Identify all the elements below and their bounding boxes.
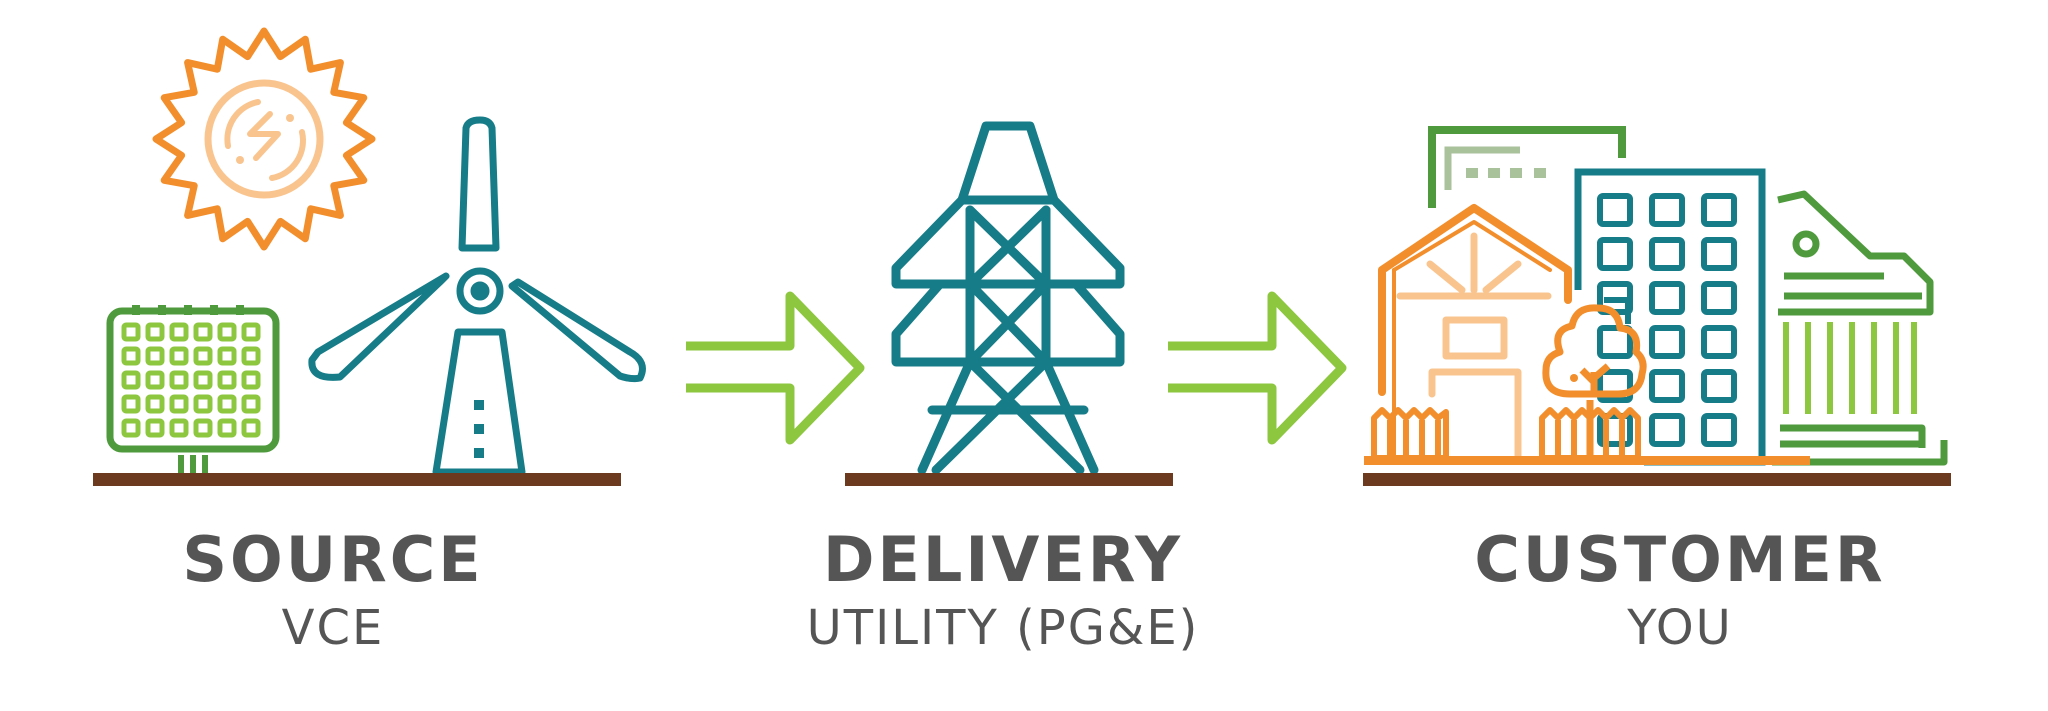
- building-window: [1701, 413, 1737, 447]
- building-window: [1701, 193, 1737, 227]
- solar-cell: [169, 418, 189, 438]
- solar-cell: [169, 346, 189, 366]
- solar-cell: [145, 418, 165, 438]
- building-window: [1649, 193, 1685, 227]
- solar-cell: [145, 346, 165, 366]
- arrow-icon: [1168, 291, 1347, 445]
- tree-icon: [1542, 304, 1647, 458]
- solar-cell: [241, 322, 261, 342]
- building-window: [1649, 413, 1685, 447]
- stage-title-delivery: DELIVERY: [823, 523, 1183, 596]
- civic-building-icon: [1772, 190, 1948, 466]
- building-window: [1597, 237, 1633, 271]
- solar-cell: [193, 418, 213, 438]
- solar-cell: [217, 394, 237, 414]
- solar-cell: [121, 394, 141, 414]
- solar-cell: [145, 322, 165, 342]
- solar-cell: [145, 370, 165, 390]
- solar-cell: [169, 370, 189, 390]
- building-window: [1597, 325, 1633, 359]
- building-window: [1649, 325, 1685, 359]
- building-window: [1701, 237, 1737, 271]
- building-window: [1649, 369, 1685, 403]
- stage-title-customer: CUSTOMER: [1474, 523, 1886, 596]
- building-window: [1649, 281, 1685, 315]
- solar-cell: [169, 322, 189, 342]
- building-window: [1649, 237, 1685, 271]
- window-dots: [1444, 146, 1546, 190]
- solar-cell: [193, 322, 213, 342]
- solar-cell: [169, 394, 189, 414]
- sun-icon: [152, 27, 376, 251]
- background-building-outline: [1428, 126, 1626, 208]
- solar-cell: [217, 322, 237, 342]
- solar-cell: [193, 370, 213, 390]
- ground-line: [93, 473, 621, 486]
- solar-cell: [217, 346, 237, 366]
- solar-cell: [121, 346, 141, 366]
- solar-cell: [241, 346, 261, 366]
- building-window: [1597, 193, 1633, 227]
- solar-cell: [193, 346, 213, 366]
- solar-cell: [241, 418, 261, 438]
- house-base-line: [1364, 456, 1810, 465]
- house-icon: [1378, 204, 1572, 464]
- solar-cell: [193, 394, 213, 414]
- solar-cell: [241, 394, 261, 414]
- building-window: [1701, 281, 1737, 315]
- solar-cell: [217, 418, 237, 438]
- solar-cell: [121, 370, 141, 390]
- building-window: [1701, 369, 1737, 403]
- stage-subtitle-customer: YOU: [1627, 600, 1733, 656]
- solar-panel-icon: [106, 305, 280, 475]
- stage-title-source: SOURCE: [182, 523, 484, 596]
- arrow-icon: [686, 291, 865, 445]
- transmission-tower-icon: [891, 121, 1125, 475]
- solar-cell: [121, 322, 141, 342]
- wind-turbine-icon: [308, 116, 646, 476]
- stage-subtitle-delivery: UTILITY (PG&E): [806, 600, 1200, 656]
- solar-cell: [241, 370, 261, 390]
- solar-cell: [145, 394, 165, 414]
- stage-subtitle-source: VCE: [281, 600, 385, 656]
- solar-cell: [217, 370, 237, 390]
- building-window: [1597, 413, 1633, 447]
- building-window: [1701, 325, 1737, 359]
- ground-line: [1363, 473, 1951, 486]
- ground-line: [845, 473, 1173, 486]
- solar-cell: [121, 418, 141, 438]
- building-window: [1597, 369, 1633, 403]
